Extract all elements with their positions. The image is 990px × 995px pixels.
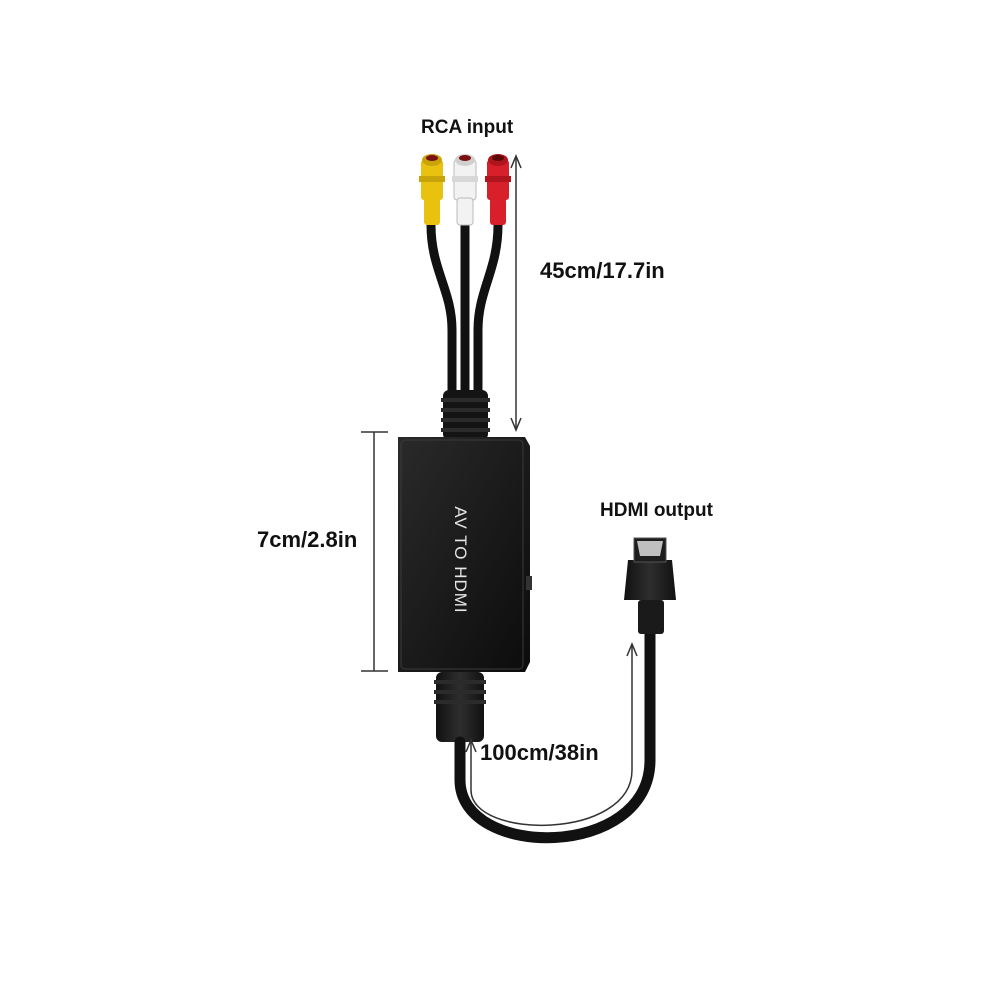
rca-plug-white [452, 154, 478, 226]
converter-box [398, 437, 532, 672]
rca-input-label: RCA input [421, 117, 514, 138]
strain-relief-top [441, 390, 490, 440]
rca-plug-red [485, 154, 511, 225]
hdmi-cable [434, 624, 656, 844]
hdmi-plug [624, 537, 676, 634]
hdmi-output-label: HDMI output [600, 500, 713, 521]
box-label: AV TO HDMI [451, 506, 470, 613]
hdmi-cable-length-label: 100cm/38in [480, 740, 599, 765]
dimension-hdmi-length [465, 642, 638, 827]
rca-plug-yellow [419, 154, 445, 225]
rca-cable-length-label: 45cm/17.7in [540, 258, 665, 283]
rca-cables [426, 220, 503, 405]
box-height-label: 7cm/2.8in [257, 527, 358, 552]
dimension-rca-length [510, 154, 522, 432]
dimension-box-height [361, 431, 388, 672]
